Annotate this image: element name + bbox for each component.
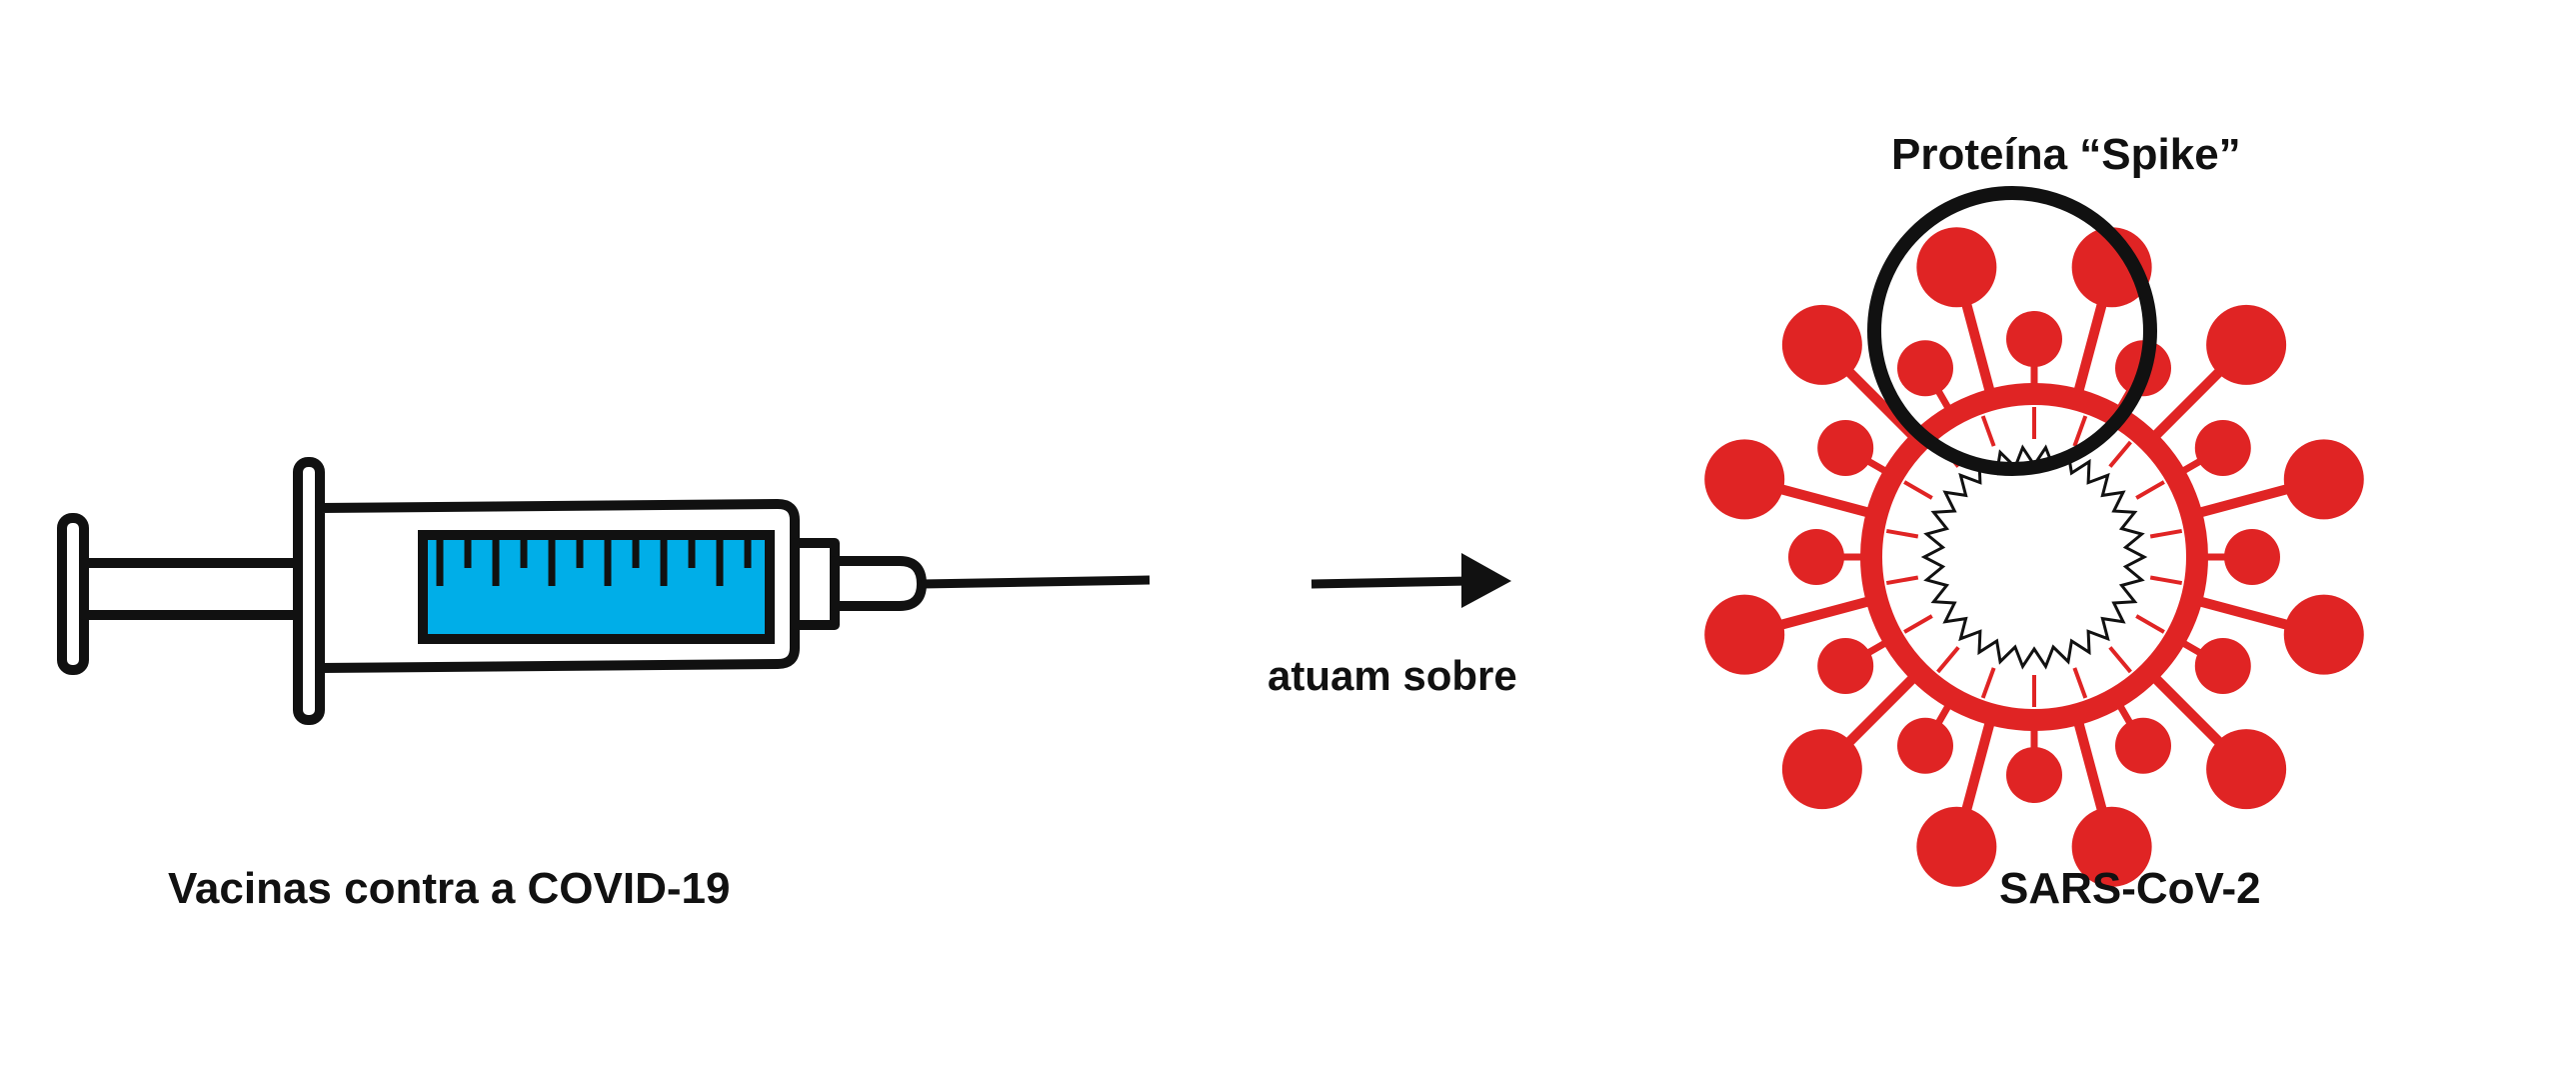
envelope-tick xyxy=(1980,415,1996,447)
spike-protein xyxy=(2143,666,2287,810)
spike-protein xyxy=(2170,633,2251,694)
spike-protein xyxy=(1704,439,1881,521)
spike-protein xyxy=(1781,666,1925,810)
virus-envelope xyxy=(1860,383,2208,731)
virus-core xyxy=(1920,444,2148,670)
envelope-tick xyxy=(2135,614,2165,634)
spike-protein xyxy=(2170,420,2251,481)
action-label: atuam sobre xyxy=(1268,652,1517,699)
spike-protein-label: Proteína “Spike” xyxy=(1891,130,2241,179)
envelope-tick xyxy=(1885,528,1919,539)
plunger-rod xyxy=(79,558,309,620)
envelope-tick xyxy=(1885,575,1919,586)
envelope-tick xyxy=(2108,440,2132,468)
envelope-tick xyxy=(2072,415,2088,447)
spike-protein xyxy=(1897,340,1958,421)
arrow-right-icon xyxy=(1310,553,1511,608)
envelope-tick xyxy=(2108,646,2132,674)
virus-label: SARS-CoV-2 xyxy=(1999,864,2261,913)
spike-protein xyxy=(2187,439,2364,521)
envelope-tick xyxy=(2135,480,2165,500)
spike-protein xyxy=(2110,693,2171,774)
envelope-tick xyxy=(1936,646,1960,674)
syringe-needle xyxy=(921,575,1151,589)
vaccines-label: Vacinas contra a COVID-19 xyxy=(168,864,731,913)
spike-protein xyxy=(1916,227,1998,404)
graduation-marks xyxy=(436,538,752,586)
syringe-hub xyxy=(790,538,840,630)
spike-protein xyxy=(1704,593,1881,675)
syringe-tip xyxy=(830,556,927,611)
spike-protein xyxy=(1897,693,1958,774)
envelope-tick xyxy=(2072,667,2088,699)
coronavirus-icon xyxy=(1704,227,2364,887)
envelope-tick xyxy=(1903,480,1933,500)
spike-protein xyxy=(2070,227,2152,404)
spike-protein xyxy=(2070,710,2152,887)
spike-protein xyxy=(1916,710,1998,887)
envelope-tick xyxy=(1903,614,1933,634)
envelope-tick xyxy=(2149,575,2183,586)
highlight-circle-icon xyxy=(1867,186,2157,476)
syringe-liquid xyxy=(418,530,775,644)
envelope-tick xyxy=(1980,667,1996,699)
spike-protein xyxy=(1817,633,1898,694)
spike-protein xyxy=(1817,420,1898,481)
spike-protein xyxy=(2187,593,2364,675)
spike-protein xyxy=(2143,304,2287,448)
envelope-tick xyxy=(2149,528,2183,539)
